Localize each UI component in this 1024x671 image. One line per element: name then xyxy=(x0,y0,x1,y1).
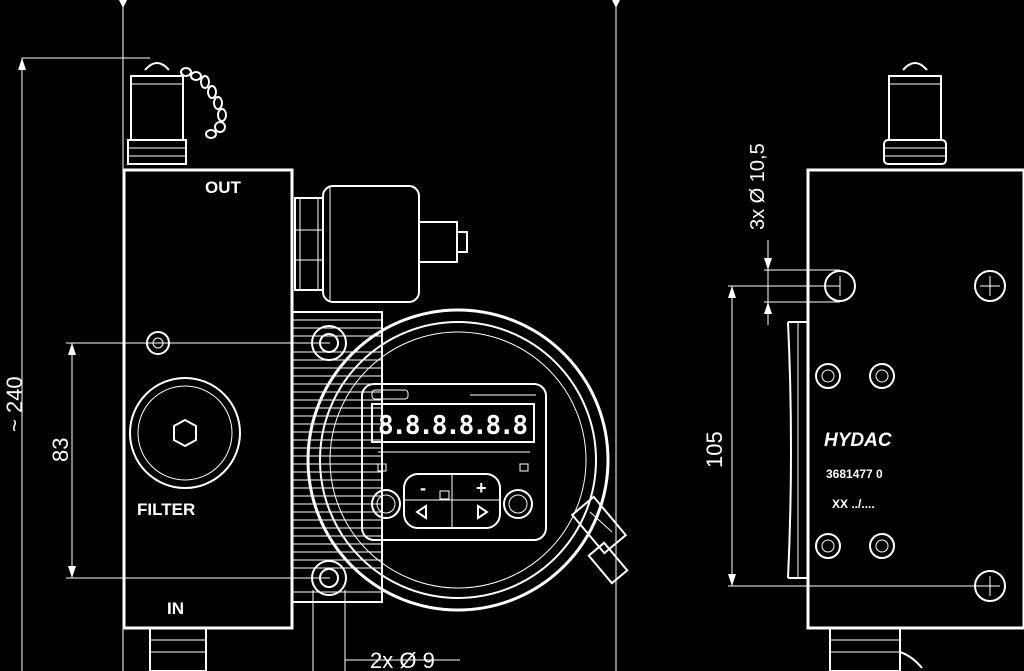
cooling-fins xyxy=(291,311,383,603)
bottom-fitting xyxy=(149,627,207,671)
triangle-right-icon[interactable] xyxy=(477,504,489,520)
filter-block-side: HYDAC 3681477 0 XX ../.... xyxy=(787,168,1024,630)
dimension-overall-height: ~ 240 xyxy=(2,376,27,432)
sensor-connector xyxy=(294,185,468,303)
side-hole-top-left xyxy=(824,270,856,302)
extension-lines xyxy=(21,0,990,671)
plus-button[interactable]: + xyxy=(476,478,487,498)
side-bottom-fitting xyxy=(829,627,923,671)
filter-block-front: OUT IN FILTER xyxy=(122,168,294,630)
dimension-side-holes: 3x Ø 10,5 xyxy=(747,143,769,230)
nameplate-brand: HYDAC xyxy=(824,430,892,451)
nameplate-part-number: 3681477 0 xyxy=(826,467,883,481)
filter-label: FILTER xyxy=(137,500,195,519)
side-hole-top-right xyxy=(974,270,1006,302)
right-button[interactable] xyxy=(503,489,533,519)
side-top-fitting xyxy=(883,62,947,165)
triangle-left-icon[interactable] xyxy=(415,504,427,520)
side-hole-bottom-right xyxy=(974,570,1006,602)
left-button[interactable] xyxy=(371,489,401,519)
inlet-label: IN xyxy=(167,599,184,618)
dimension-side-hole-distance: 105 xyxy=(702,431,727,468)
dimension-front-holes: 2x Ø 9 xyxy=(370,648,435,671)
enter-button[interactable] xyxy=(439,490,450,500)
chain-icon xyxy=(180,67,227,139)
nameplate-code: XX ../.... xyxy=(832,497,875,511)
dimension-arrows xyxy=(18,0,772,586)
display-digits: 8.8.8.8.8.8 xyxy=(378,411,528,441)
minus-button[interactable]: - xyxy=(420,478,426,498)
dimension-port-distance: 83 xyxy=(48,438,73,462)
display-housing xyxy=(306,308,629,612)
side-plug xyxy=(570,495,629,585)
top-test-fitting xyxy=(127,62,187,165)
outlet-label: OUT xyxy=(205,178,242,197)
control-panel: 8.8.8.8.8.8 - + xyxy=(361,383,547,541)
